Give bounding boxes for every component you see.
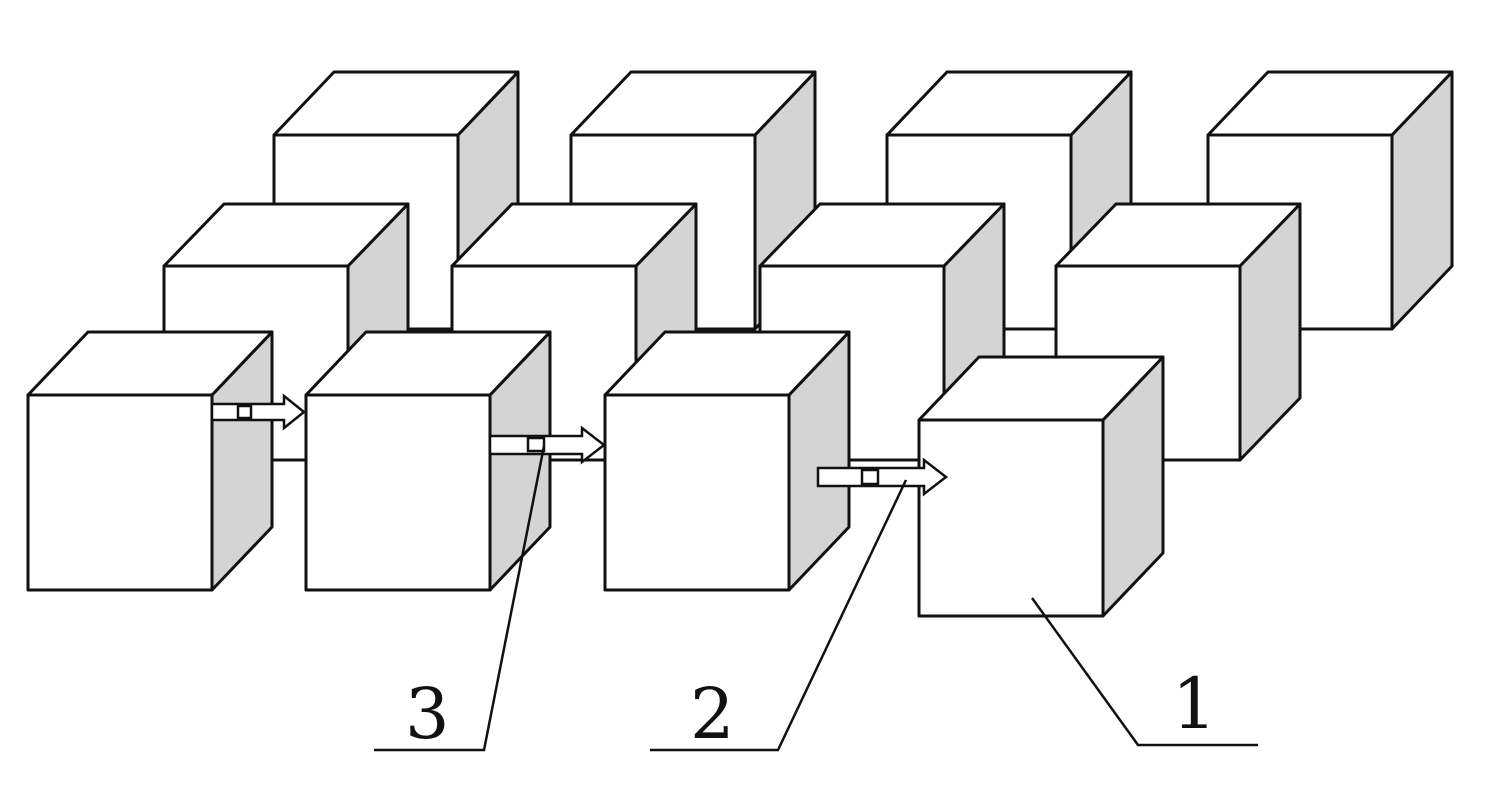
connector-arrow-3 [816,457,949,497]
box-front-4-module [917,355,1165,618]
box-front-2 [304,330,552,592]
leader-line-1 [1030,597,1258,747]
label-1: 1 [1172,663,1217,745]
label-3: 3 [405,673,450,755]
leader-line-2 [650,479,908,752]
box-front-3 [603,330,851,592]
label-2: 2 [690,673,735,755]
leader-line-3 [374,445,546,752]
box-front-1 [26,330,274,592]
connector-arrow-2 [488,425,607,465]
connector-arrow-1 [210,393,307,431]
